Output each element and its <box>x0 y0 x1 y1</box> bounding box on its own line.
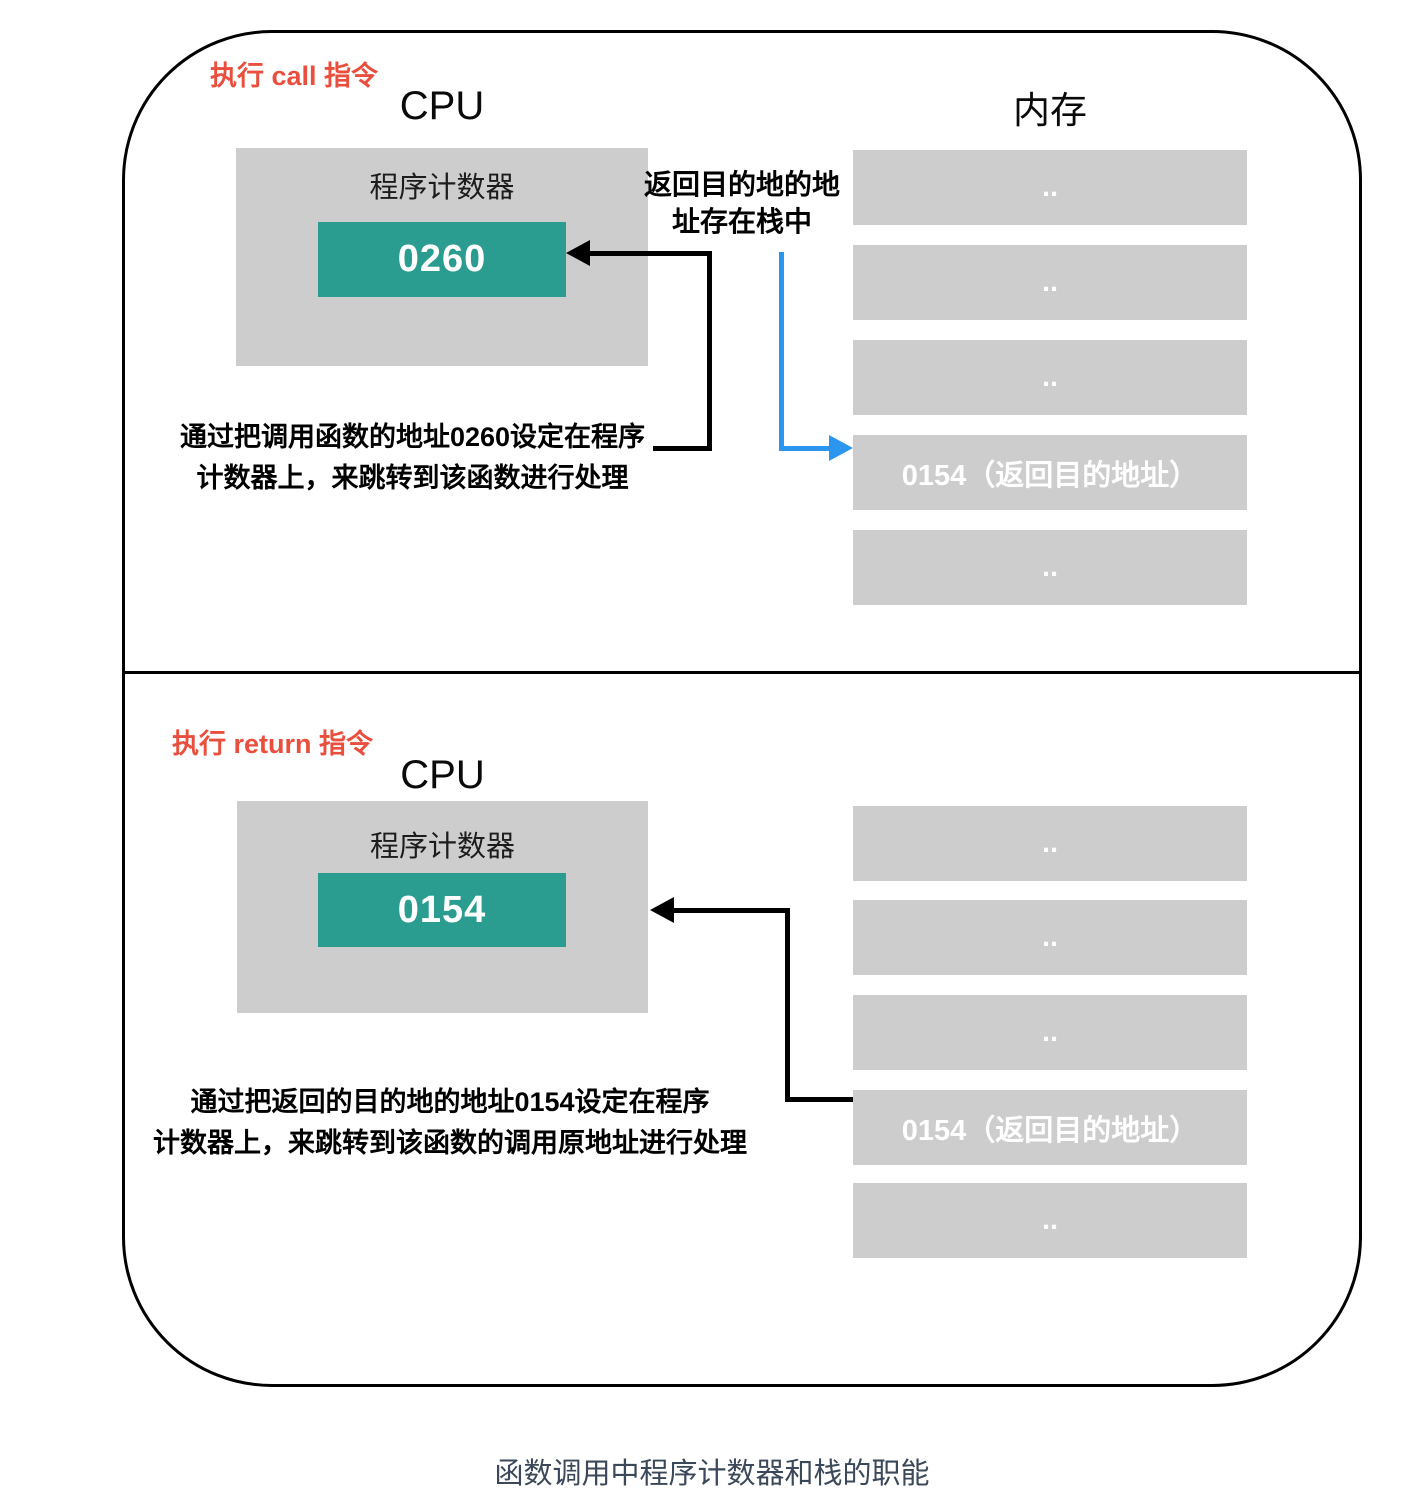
return-memory-row-return-address: 0154（返回目的地址） <box>853 1090 1247 1165</box>
return-arrow-segment <box>672 908 790 913</box>
call-memory-row: .. <box>853 245 1247 320</box>
call-memory-row: .. <box>853 530 1247 605</box>
stack-store-arrow-segment <box>779 446 831 451</box>
return-memory-row: .. <box>853 1183 1247 1258</box>
call-arrow-segment <box>653 446 712 451</box>
return-memory-row: .. <box>853 995 1247 1070</box>
return-memory-row: .. <box>853 806 1247 881</box>
call-arrow-left-arrowhead-icon <box>566 240 590 266</box>
call-stack-note-line1: 返回目的地的地 <box>643 169 840 200</box>
call-arrow-segment <box>588 251 712 256</box>
call-stack-note: 返回目的地的地 址存在栈中 <box>622 166 862 240</box>
return-annotation-line1: 通过把返回的目的地的地址0154设定在程序 <box>190 1087 710 1117</box>
stack-store-arrow-right-arrowhead-icon <box>829 435 853 461</box>
call-memory-row-return-address: 0154（返回目的地址） <box>853 435 1247 510</box>
call-program-counter-value: 0260 <box>318 222 566 297</box>
panel-divider-line <box>122 671 1362 674</box>
stack-store-arrow-segment <box>779 252 784 451</box>
call-memory-row: .. <box>853 340 1247 415</box>
call-stack-note-line2: 址存在栈中 <box>671 206 812 237</box>
figure-caption: 函数调用中程序计数器和栈的职能 <box>494 1458 930 1490</box>
return-register-label: 程序计数器 <box>369 831 515 863</box>
call-register-label: 程序计数器 <box>369 172 515 204</box>
diagram-frame <box>122 30 1362 1387</box>
call-panel-label: 执行 call 指令 <box>210 61 379 91</box>
return-arrow-segment <box>785 908 790 1102</box>
call-cpu-title: CPU <box>399 84 485 128</box>
return-arrow-left-arrowhead-icon <box>650 897 674 923</box>
return-annotation-line2: 计数器上，来跳转到该函数的调用原地址进行处理 <box>153 1128 747 1158</box>
call-annotation-line1: 通过把调用函数的地址0260设定在程序 <box>179 422 646 452</box>
return-memory-row: .. <box>853 900 1247 975</box>
return-cpu-box: 程序计数器 0154 <box>237 801 648 1013</box>
return-cpu-title: CPU <box>400 753 485 797</box>
call-memory-row: .. <box>853 150 1247 225</box>
call-arrow-segment <box>707 251 712 451</box>
call-annotation: 通过把调用函数的地址0260设定在程序 计数器上，来跳转到该函数进行处理 <box>140 417 685 499</box>
return-program-counter-value: 0154 <box>318 873 566 947</box>
call-cpu-box: 程序计数器 0260 <box>236 148 648 366</box>
call-memory-title: 内存 <box>1013 90 1087 131</box>
return-arrow-segment <box>785 1097 853 1102</box>
call-annotation-line2: 计数器上，来跳转到该函数进行处理 <box>196 463 629 493</box>
return-annotation: 通过把返回的目的地的地址0154设定在程序 计数器上，来跳转到该函数的调用原地址… <box>115 1082 785 1164</box>
return-panel-label: 执行 return 指令 <box>172 729 374 759</box>
